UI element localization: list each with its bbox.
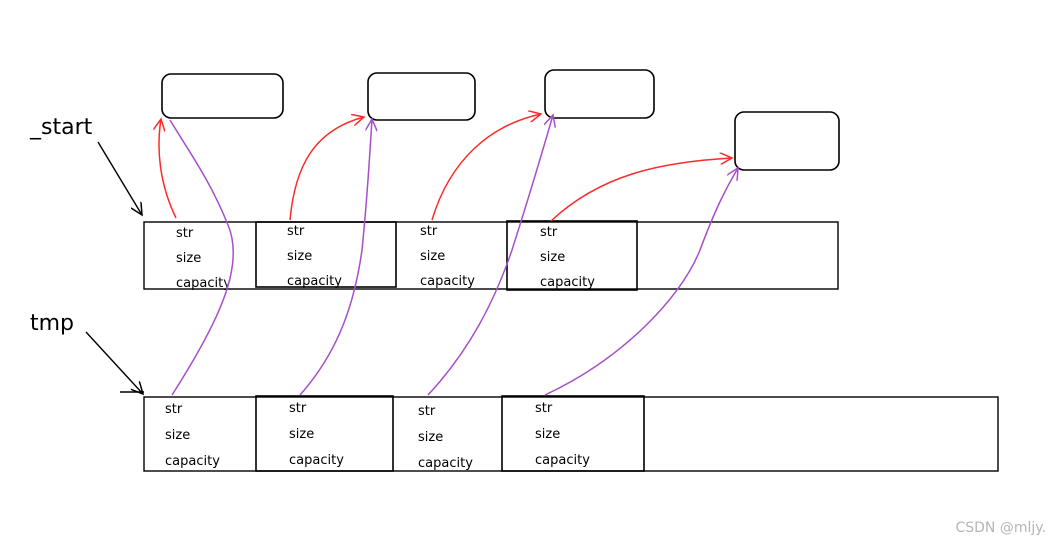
field-label: str — [535, 401, 553, 416]
field-label: str — [176, 226, 194, 241]
tmp-element-4 — [501, 395, 645, 472]
field-label: size — [420, 249, 445, 264]
start-str-pointer-4 — [550, 158, 732, 222]
start-str-pointer-1 — [159, 119, 177, 219]
start-fields: str size capacity str size capacity str … — [176, 224, 595, 291]
tmp-pointers — [169, 115, 738, 396]
start-pointers — [159, 114, 732, 222]
tmp-fields: str size capacity str size capacity str … — [165, 401, 590, 471]
start-array — [143, 220, 839, 291]
tmp-str-pointer-3 — [427, 115, 553, 396]
field-label: capacity — [420, 274, 475, 289]
field-label: capacity — [287, 274, 342, 289]
field-label: str — [540, 225, 558, 240]
tmp-label-arrow — [85, 331, 143, 394]
field-label: capacity — [418, 456, 473, 471]
start-array-outline — [143, 221, 839, 290]
tmp-str-pointer-1 — [169, 119, 235, 396]
field-label: size — [418, 430, 443, 445]
field-label: capacity — [540, 275, 595, 290]
field-label: capacity — [535, 453, 590, 468]
field-label: str — [287, 224, 305, 239]
start-element-4 — [506, 220, 638, 291]
string-buffers — [161, 69, 840, 171]
string-buffer-4 — [734, 111, 840, 171]
field-label: str — [420, 224, 438, 239]
field-label: str — [165, 402, 183, 417]
start-str-pointer-3 — [431, 114, 541, 221]
start-str-pointer-2 — [289, 117, 364, 221]
field-label: capacity — [176, 276, 231, 291]
field-label: size — [176, 251, 201, 266]
start-label-arrow — [97, 141, 142, 215]
field-label: size — [287, 249, 312, 264]
field-label: str — [418, 404, 436, 419]
field-label: capacity — [289, 453, 344, 468]
tmp-label: tmp — [30, 311, 74, 336]
string-buffer-1 — [161, 73, 284, 119]
string-buffer-3 — [544, 69, 655, 119]
tmp-str-pointer-2 — [299, 119, 372, 396]
string-buffer-2 — [367, 72, 476, 121]
field-label: size — [165, 428, 190, 443]
field-label: size — [535, 427, 560, 442]
start-element-2 — [255, 221, 397, 288]
field-label: capacity — [165, 454, 220, 469]
field-label: str — [289, 401, 307, 416]
start-label: _start — [29, 115, 93, 140]
tmp-array — [143, 395, 999, 472]
watermark: CSDN @mljy. — [955, 520, 1046, 536]
tmp-element-2 — [255, 395, 394, 472]
tmp-str-pointer-4 — [544, 168, 738, 396]
field-label: size — [289, 427, 314, 442]
field-label: size — [540, 250, 565, 265]
